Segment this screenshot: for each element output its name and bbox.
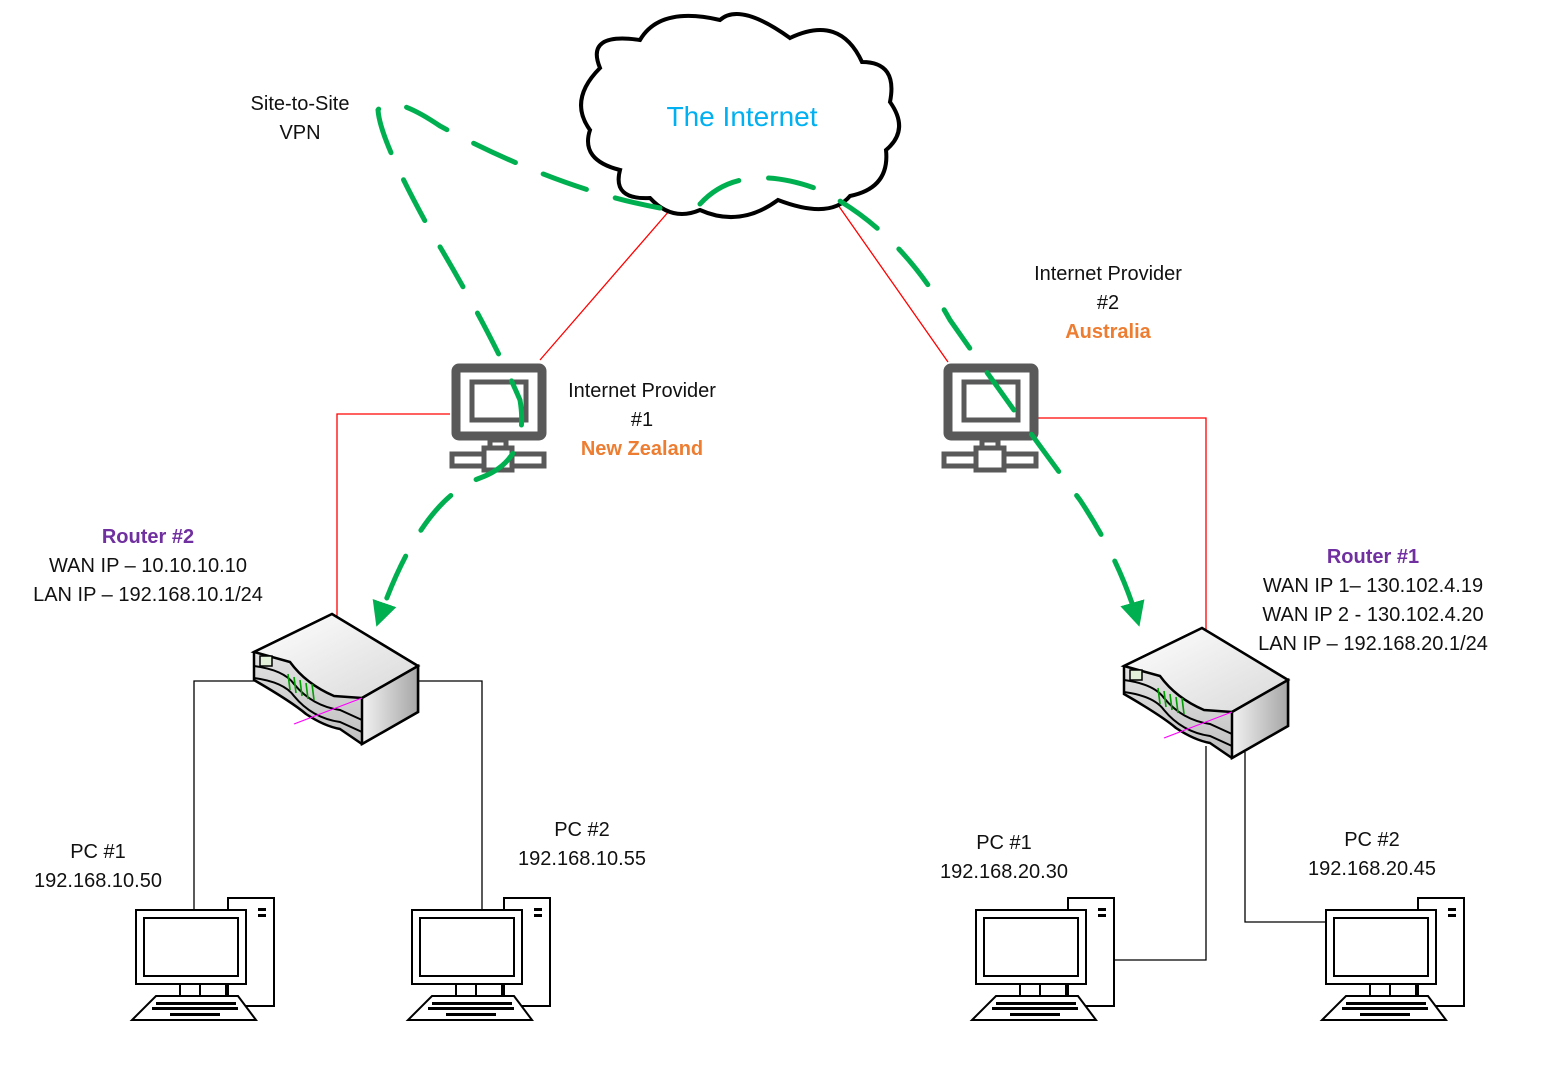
vpn-label-line1: Site-to-Site <box>250 93 350 115</box>
isp1-network-computer-icon <box>452 368 544 470</box>
wan-link-isp2-internet <box>837 204 949 363</box>
router2-wan-ip: WAN IP – 10.10.10.10 <box>49 555 247 577</box>
au-pc1-name: PC #1 <box>976 832 1032 854</box>
au-pc2-desktop-pc-icon <box>1321 897 1465 1021</box>
au-pc2-label: PC #2 192.168.20.45 <box>1308 826 1436 884</box>
isp2-number: #2 <box>1096 292 1120 314</box>
nz-pc1-desktop-pc-icon <box>131 897 275 1021</box>
lan-link-router1-pc2 <box>1244 752 1326 923</box>
router2-icon <box>252 612 420 746</box>
vpn-tunnel <box>372 101 1145 627</box>
vpn-label: Site-to-Site VPN <box>251 90 350 148</box>
router1-wan-ip-1: WAN IP 1– 130.102.4.19 <box>1262 575 1484 597</box>
wan-link-isp1-router2 <box>336 413 450 632</box>
router1-name: Router #1 <box>1326 546 1420 568</box>
wan-link-isp2-router1 <box>1035 417 1207 646</box>
nz-pc2-ip: 192.168.10.55 <box>518 848 646 870</box>
router1-label: Router #1 WAN IP 1– 130.102.4.19 WAN IP … <box>1258 543 1488 659</box>
router2-name: Router #2 <box>101 526 195 548</box>
internet-label: The Internet <box>666 101 818 132</box>
lan-links <box>193 680 1326 961</box>
isp1-country: New Zealand <box>580 438 704 460</box>
isp2-title: Internet Provider <box>1034 263 1182 285</box>
isp1-title: Internet Provider <box>568 380 716 402</box>
vpn-label-line2: VPN <box>279 122 321 144</box>
vpn-path-to-router2 <box>372 101 663 627</box>
au-pc2-ip: 192.168.20.45 <box>1308 858 1436 880</box>
lan-link-router2-pc2 <box>413 680 483 910</box>
lan-link-router1-pc1 <box>1114 746 1207 961</box>
nz-pc2-name: PC #2 <box>554 819 610 841</box>
wan-link-isp1-internet <box>539 202 677 361</box>
nz-pc2-desktop-pc-icon <box>407 897 551 1021</box>
au-pc1-desktop-pc-icon <box>971 897 1115 1021</box>
router2-label: Router #2 WAN IP – 10.10.10.10 LAN IP – … <box>33 523 263 610</box>
wan-links <box>336 202 1207 646</box>
isp2-network-computer-icon <box>944 368 1036 470</box>
au-pc2-name: PC #2 <box>1344 829 1400 851</box>
cloud-icon <box>579 12 901 220</box>
vpn-path-to-router1 <box>697 175 1145 627</box>
isp1-number: #1 <box>630 409 654 431</box>
router2-lan-ip: LAN IP – 192.168.10.1/24 <box>33 584 263 606</box>
router1-lan-ip: LAN IP – 192.168.20.1/24 <box>1258 633 1488 655</box>
nz-pc1-name: PC #1 <box>70 841 126 863</box>
au-pc1-label: PC #1 192.168.20.30 <box>940 829 1068 887</box>
isp2-country: Australia <box>1065 321 1151 343</box>
nz-pc1-label: PC #1 192.168.10.50 <box>34 838 162 896</box>
nz-pc2-label: PC #2 192.168.10.55 <box>518 816 646 874</box>
nz-pc1-ip: 192.168.10.50 <box>34 870 162 892</box>
isp1-label: Internet Provider #1 New Zealand <box>568 377 716 464</box>
lan-link-router2-pc1 <box>193 680 258 910</box>
router1-wan-ip-2: WAN IP 2 - 130.102.4.20 <box>1262 604 1484 626</box>
isp2-label: Internet Provider #2 Australia <box>1034 260 1182 347</box>
au-pc1-ip: 192.168.20.30 <box>940 861 1068 883</box>
